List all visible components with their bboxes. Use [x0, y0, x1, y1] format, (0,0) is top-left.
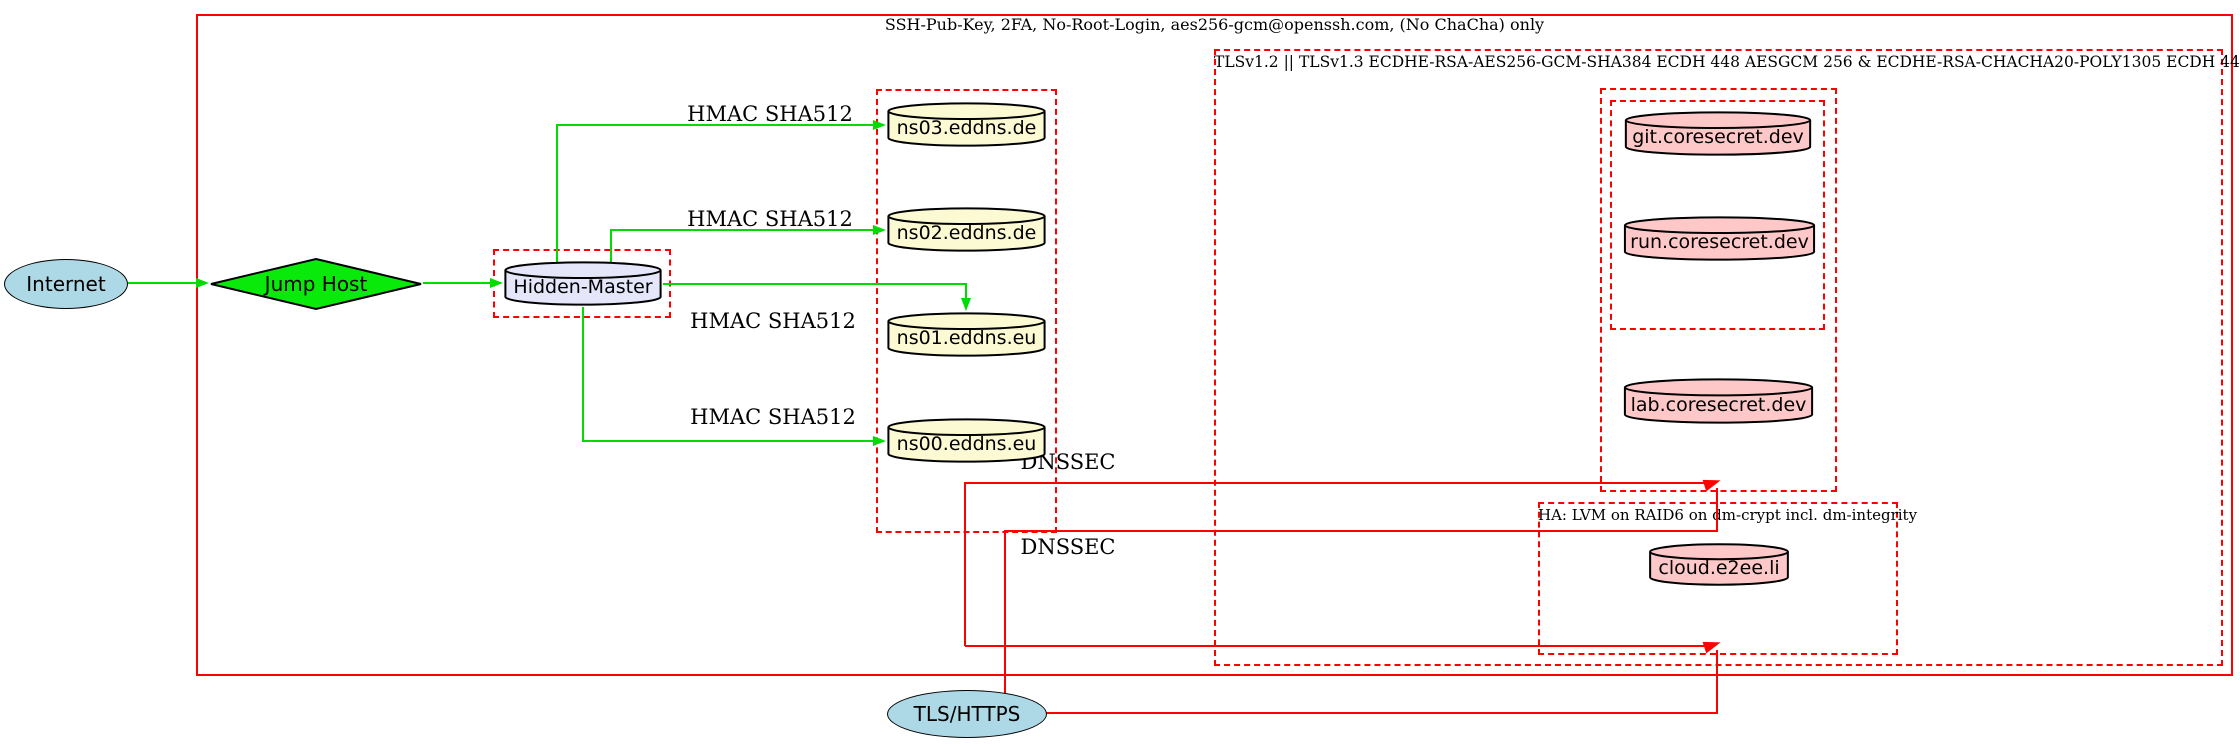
- label-hmac-ns00: HMAC SHA512: [690, 405, 856, 429]
- cylinder-shape-icon: [886, 101, 1047, 148]
- node-ns02-label: ns02.eddns.de: [896, 222, 1037, 244]
- arrowhead-ns00: [873, 436, 886, 446]
- node-git: git.coresecret.dev: [1623, 110, 1813, 157]
- arrowhead-jumphost-hiddenmaster: [490, 278, 503, 288]
- cylinder-shape-icon: [1648, 542, 1790, 587]
- node-lab-label: lab.coresecret.dev: [1630, 393, 1807, 416]
- cylinder-shape-icon: [1622, 377, 1815, 425]
- node-tls-https-label: TLS/HTTPS: [913, 702, 1021, 726]
- arrowhead-internet-jumphost: [196, 278, 209, 288]
- cluster-ha-box: [1538, 502, 1898, 655]
- cylinder-shape-icon: [886, 311, 1047, 358]
- label-hmac-ns01: HMAC SHA512: [690, 309, 856, 333]
- node-run: run.coresecret.dev: [1622, 215, 1817, 262]
- node-hidden-master: Hidden-Master: [503, 260, 663, 307]
- cylinder-shape-icon: [1623, 110, 1813, 157]
- cylinder-shape-icon: [1622, 215, 1817, 262]
- node-jump-host-label: Jump Host: [264, 272, 368, 296]
- node-tls-https: TLS/HTTPS: [887, 690, 1047, 738]
- node-cloud-label: cloud.e2ee.li: [1658, 557, 1780, 579]
- cylinder-shape-icon: [886, 417, 1047, 464]
- arrowhead-ns02: [873, 225, 886, 235]
- node-internet-label: Internet: [26, 272, 106, 296]
- cluster-dev-inner-box: [1610, 100, 1825, 330]
- node-lab: lab.coresecret.dev: [1622, 377, 1815, 425]
- node-internet: Internet: [4, 259, 128, 309]
- diamond-shape-icon: [209, 258, 423, 310]
- node-jump-host: Jump Host: [209, 258, 423, 310]
- node-cloud: cloud.e2ee.li: [1648, 542, 1790, 587]
- label-hmac-ns02: HMAC SHA512: [687, 207, 853, 231]
- node-git-label: git.coresecret.dev: [1632, 126, 1804, 148]
- cluster-dev-outer-box: [1600, 88, 1837, 492]
- node-run-label: run.coresecret.dev: [1630, 231, 1809, 253]
- node-ns00: ns00.eddns.eu: [886, 417, 1047, 464]
- cluster-tls-title: TLSv1.2 || TLSv1.3 ECDHE-RSA-AES256-GCM-…: [1214, 53, 2240, 71]
- arrowhead-ns01: [961, 298, 971, 311]
- node-ns01: ns01.eddns.eu: [886, 311, 1047, 358]
- label-dnssec-2: DNSSEC: [1020, 535, 1116, 559]
- node-ns02: ns02.eddns.de: [886, 206, 1047, 253]
- node-hidden-master-label: Hidden-Master: [513, 276, 653, 298]
- node-ns00-label: ns00.eddns.eu: [896, 433, 1037, 455]
- cylinder-shape-icon: [886, 206, 1047, 253]
- label-hmac-ns03: HMAC SHA512: [687, 102, 853, 126]
- cluster-tls-box: [1214, 49, 2223, 666]
- node-ns03-label: ns03.eddns.de: [896, 117, 1037, 139]
- node-ns01-label: ns01.eddns.eu: [896, 327, 1037, 349]
- cluster-ns-box: [876, 89, 1057, 533]
- cluster-ssh-title: SSH-Pub-Key, 2FA, No-Root-Login, aes256-…: [884, 15, 1545, 34]
- arrowhead-ns03: [873, 120, 886, 130]
- node-ns03: ns03.eddns.de: [886, 101, 1047, 148]
- cluster-ha-title: HA: LVM on RAID6 on dm-crypt incl. dm-in…: [1538, 506, 1918, 524]
- cluster-ssh-box: [196, 14, 2233, 676]
- cylinder-shape-icon: [503, 260, 663, 307]
